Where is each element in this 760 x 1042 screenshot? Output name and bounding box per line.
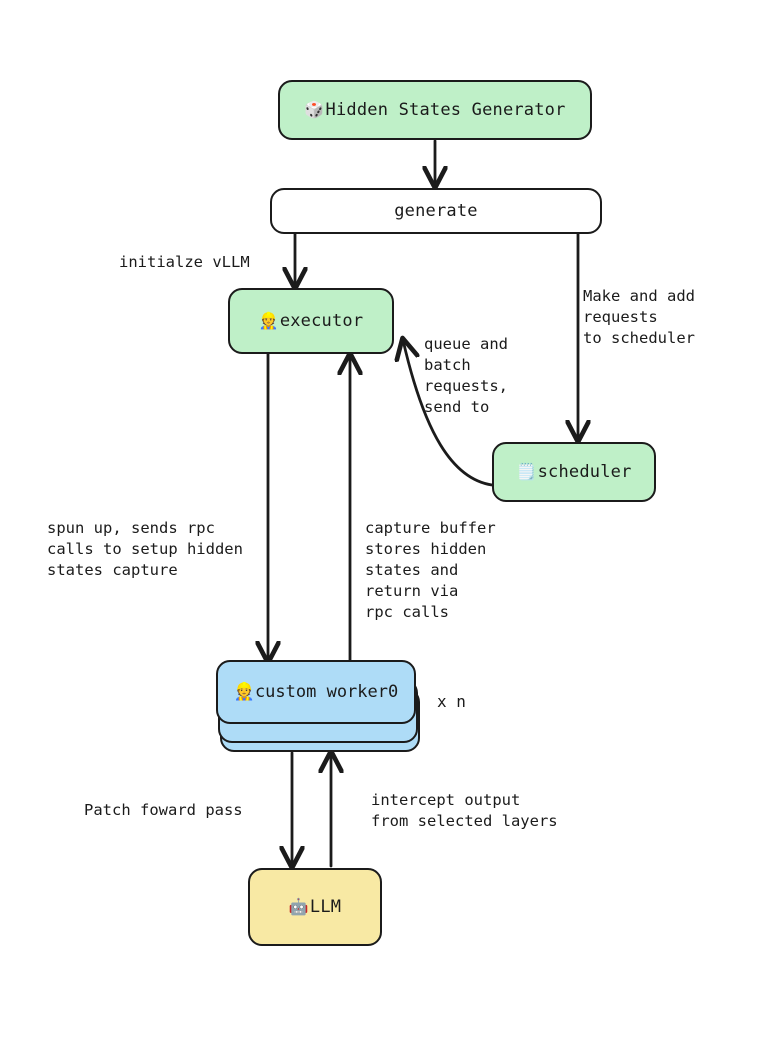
- node-label-scheduler: scheduler: [537, 462, 632, 482]
- node-hidden-states-generator[interactable]: 🎲 Hidden States Generator: [278, 80, 592, 140]
- edge-label-spun-up-sends-rpc: spun up, sends rpc calls to setup hidden…: [47, 519, 243, 579]
- edge-label-capture-buffer: capture buffer stores hidden states and …: [365, 519, 496, 621]
- edge-label-make-and-add-requests: Make and add requests to scheduler: [583, 287, 695, 347]
- node-scheduler[interactable]: 🗒️ scheduler: [492, 442, 656, 502]
- node-label-llm: LLM: [309, 897, 342, 917]
- node-llm[interactable]: 🤖 LLM: [248, 868, 382, 946]
- edge-label-initialze-vllm: initialze vLLM: [119, 253, 250, 271]
- node-label-hidden-states-generator: Hidden States Generator: [325, 100, 566, 120]
- notepad-icon: 🗒️: [516, 462, 537, 481]
- construction-worker-icon: 👷: [233, 682, 255, 702]
- edge-label-intercept-output: intercept output from selected layers: [371, 791, 558, 830]
- worker-multiplier-label: x n: [437, 692, 466, 711]
- node-label-custom-worker: custom worker0: [254, 682, 399, 702]
- game-die-icon: 🎲: [304, 100, 325, 119]
- node-label-generate: generate: [394, 201, 478, 221]
- node-custom-worker[interactable]: 👷 custom worker0: [216, 660, 424, 756]
- node-executor[interactable]: 👷 executor: [228, 288, 394, 354]
- robot-icon: 🤖: [288, 897, 309, 916]
- edge-scheduler-to-executor: [403, 340, 494, 487]
- construction-worker-icon: 👷: [258, 311, 279, 330]
- node-label-executor: executor: [279, 311, 364, 331]
- edge-label-queue-and-batch: queue and batch requests, send to: [424, 335, 508, 416]
- worker-stack-layer-front: 👷 custom worker0: [216, 660, 416, 724]
- edge-label-patch-foward-pass: Patch foward pass: [84, 801, 243, 819]
- node-generate[interactable]: generate: [270, 188, 602, 234]
